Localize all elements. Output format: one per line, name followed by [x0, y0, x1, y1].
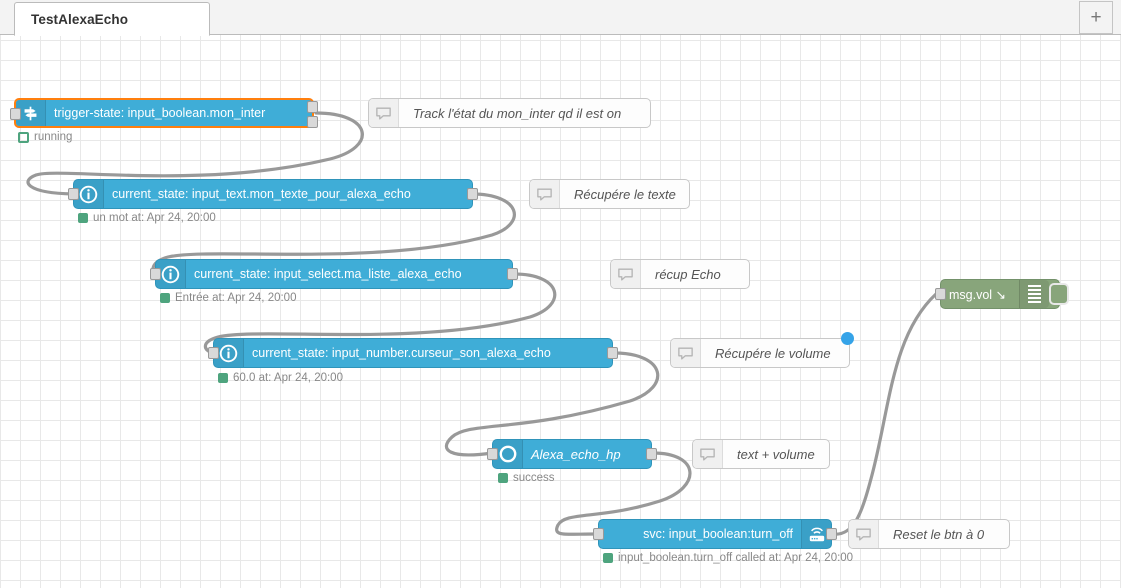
node-output-port[interactable] [467, 188, 478, 200]
node-label: msg.vol ↘ [949, 287, 1007, 302]
status-dot [498, 473, 508, 483]
add-flow-button[interactable]: + [1079, 1, 1113, 34]
comment-node-textvol[interactable]: text + volume [692, 439, 830, 469]
comment-label: Récupére le volume [715, 345, 831, 361]
comment-icon [671, 339, 701, 367]
debug-toggle-button[interactable] [1049, 283, 1069, 305]
node-output-port-1[interactable] [307, 101, 318, 113]
flow-canvas[interactable]: trigger-state: input_boolean.mon_inter r… [0, 35, 1121, 588]
node-label: current_state: input_text.mon_texte_pour… [112, 187, 411, 201]
info-circle-icon [214, 339, 244, 367]
comment-node-echo[interactable]: récup Echo [610, 259, 750, 289]
comment-label: text + volume [737, 446, 815, 462]
info-circle-icon [74, 180, 104, 208]
flow-tab-bar: TestAlexaEcho + [0, 0, 1121, 36]
node-debug-msg-vol[interactable]: msg.vol ↘ [935, 279, 1069, 309]
node-status-trigger-state: running [18, 131, 72, 143]
node-alexa-echo-hp[interactable]: Alexa_echo_hp [487, 439, 657, 469]
node-label: current_state: input_select.ma_liste_ale… [194, 267, 462, 281]
node-current-state-select[interactable]: current_state: input_select.ma_liste_ale… [150, 259, 518, 289]
comment-label: Récupére le texte [574, 186, 676, 202]
status-text: 60.0 at: Apr 24, 20:00 [233, 372, 343, 384]
lines-icon-glyph [1028, 285, 1041, 303]
node-current-state-text[interactable]: current_state: input_text.mon_texte_pour… [68, 179, 478, 209]
comment-node-reset[interactable]: Reset le btn à 0 [848, 519, 1010, 549]
status-text: running [34, 131, 73, 143]
tab-label: TestAlexaEcho [31, 11, 129, 27]
status-dot [218, 373, 228, 383]
node-input-port[interactable] [150, 268, 161, 280]
status-text: un mot at: Apr 24, 20:00 [93, 212, 216, 224]
comment-node-volume[interactable]: Récupére le volume [670, 332, 854, 368]
node-trigger-state[interactable]: trigger-state: input_boolean.mon_inter [10, 98, 318, 128]
comment-icon [611, 260, 641, 288]
node-label: svc: input_boolean:turn_off [643, 527, 793, 541]
node-status-svc-turn-off: input_boolean.turn_off called at: Apr 24… [603, 552, 853, 564]
node-input-port[interactable] [593, 528, 604, 540]
node-status-current-state-select: Entrée at: Apr 24, 20:00 [160, 292, 296, 304]
wire-svc-to-debug [830, 292, 938, 536]
comment-label: Reset le btn à 0 [893, 526, 985, 542]
node-current-state-number[interactable]: current_state: input_number.curseur_son_… [208, 338, 618, 368]
node-status-alexa-echo-hp: success [498, 472, 555, 484]
node-label: trigger-state: input_boolean.mon_inter [54, 106, 266, 120]
status-dot [160, 293, 170, 303]
node-label: current_state: input_number.curseur_son_… [252, 346, 551, 360]
node-input-port[interactable] [10, 108, 21, 120]
node-label: Alexa_echo_hp [531, 446, 621, 462]
wire-select-to-number [203, 272, 557, 355]
info-circle-icon [156, 260, 186, 288]
wire-trigger-to-text [26, 111, 364, 196]
comment-icon [369, 99, 399, 127]
comment-node-track[interactable]: Track l'état du mon_inter qd il est on [368, 98, 651, 128]
status-text: Entrée at: Apr 24, 20:00 [175, 292, 297, 304]
comment-icon [849, 520, 879, 548]
changed-indicator-dot [841, 332, 854, 345]
comment-label: récup Echo [655, 266, 721, 282]
comment-icon [693, 440, 723, 468]
node-status-current-state-number: 60.0 at: Apr 24, 20:00 [218, 372, 343, 384]
node-status-current-state-text: un mot at: Apr 24, 20:00 [78, 212, 216, 224]
tab-list: TestAlexaEcho [0, 0, 210, 36]
wire-alexa-to-svc [555, 451, 692, 536]
circle-ring-icon [493, 440, 523, 468]
comment-node-texte[interactable]: Récupére le texte [529, 179, 690, 209]
node-svc-turn-off[interactable]: svc: input_boolean:turn_off [593, 519, 837, 549]
plus-icon: + [1090, 7, 1102, 28]
status-text: input_boolean.turn_off called at: Apr 24… [618, 552, 854, 564]
signpost-icon [16, 100, 46, 126]
status-dot [603, 553, 613, 563]
node-output-port[interactable] [507, 268, 518, 280]
tab-TestAlexaEcho[interactable]: TestAlexaEcho [14, 2, 210, 36]
node-output-port[interactable] [646, 448, 657, 460]
node-input-port[interactable] [68, 188, 79, 200]
node-output-port[interactable] [826, 528, 837, 540]
wire-number-to-alexa [444, 351, 660, 457]
status-dot [78, 213, 88, 223]
comment-label: Track l'état du mon_inter qd il est on [413, 105, 622, 121]
status-dot [18, 131, 29, 143]
node-output-port-2[interactable] [307, 116, 318, 128]
lines-icon [1019, 280, 1049, 308]
node-output-port[interactable] [607, 347, 618, 359]
node-input-port[interactable] [208, 347, 219, 359]
comment-icon [530, 180, 560, 208]
node-input-port[interactable] [487, 448, 498, 460]
node-input-port[interactable] [935, 288, 946, 300]
status-text: success [513, 472, 555, 484]
